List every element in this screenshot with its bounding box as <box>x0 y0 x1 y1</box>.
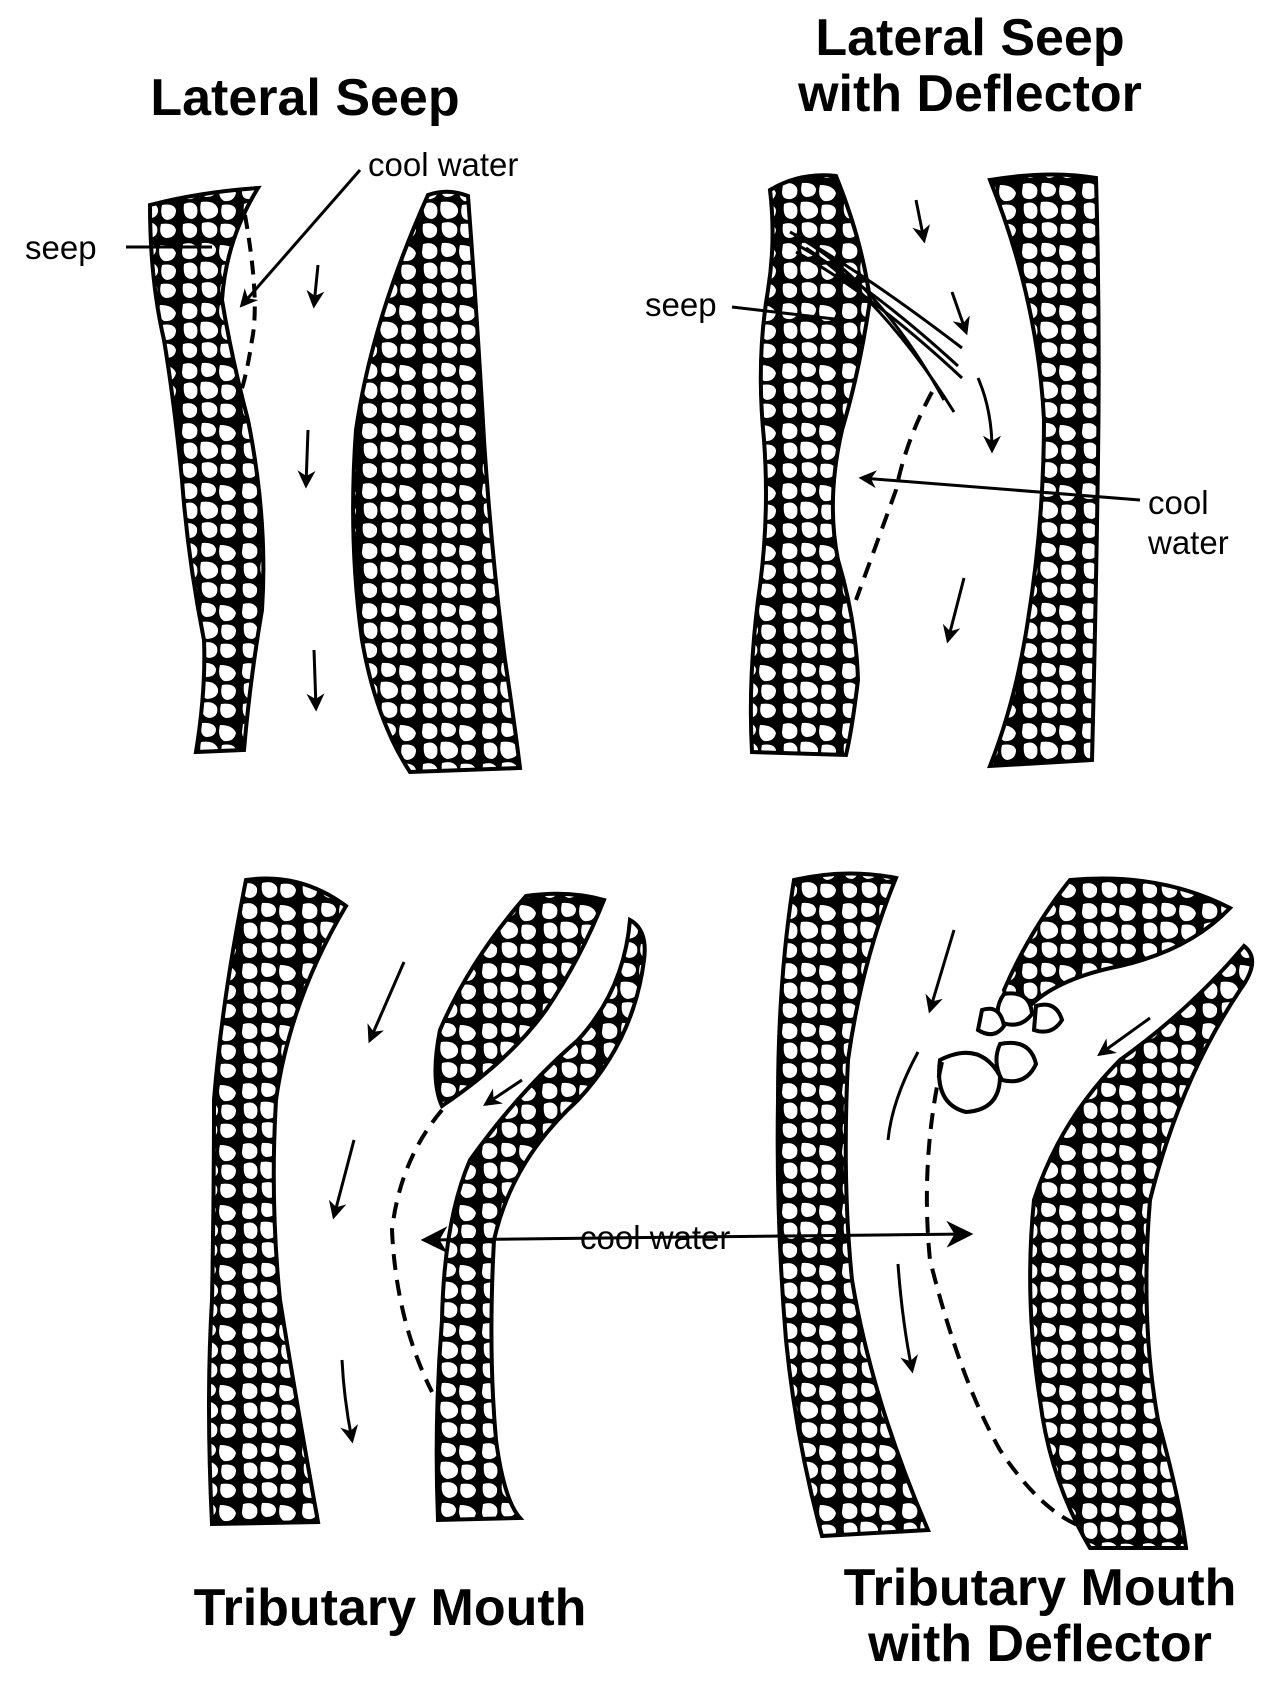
flow-arrow <box>978 378 992 450</box>
bank-left <box>778 873 928 1536</box>
flow-arrow <box>888 1052 918 1140</box>
bank-right <box>990 174 1099 766</box>
flow-arrow <box>930 930 954 1010</box>
cool-water-double-arrow <box>426 1234 968 1240</box>
bank-right <box>353 192 520 772</box>
panel-lateral-seep-deflector <box>732 174 1140 766</box>
cool-water-dashed <box>238 215 255 400</box>
panel-tributary-mouth <box>209 878 645 1524</box>
panel-lateral-seep <box>126 170 520 772</box>
bank-left <box>751 175 870 755</box>
flow-arrow <box>952 292 966 332</box>
flow-arrow <box>342 1360 352 1440</box>
bank-left <box>150 188 263 752</box>
bank-middle <box>1004 879 1230 1007</box>
flow-arrow <box>314 265 318 305</box>
flow-arrow <box>370 962 404 1040</box>
cool-water-dashed <box>856 392 932 600</box>
flow-arrow <box>948 578 964 640</box>
flow-arrow <box>916 200 924 240</box>
cool-water-dashed <box>392 1110 442 1392</box>
flow-arrow <box>334 1140 354 1216</box>
bank-right <box>1030 946 1252 1548</box>
flow-arrow <box>898 1264 912 1370</box>
boulder-deflector <box>939 993 1062 1112</box>
cool-water-leader <box>242 170 360 305</box>
flow-arrow <box>314 650 316 708</box>
bank-left <box>209 878 346 1524</box>
flow-arrow <box>306 430 308 485</box>
panel-tributary-mouth-deflector <box>778 873 1252 1548</box>
